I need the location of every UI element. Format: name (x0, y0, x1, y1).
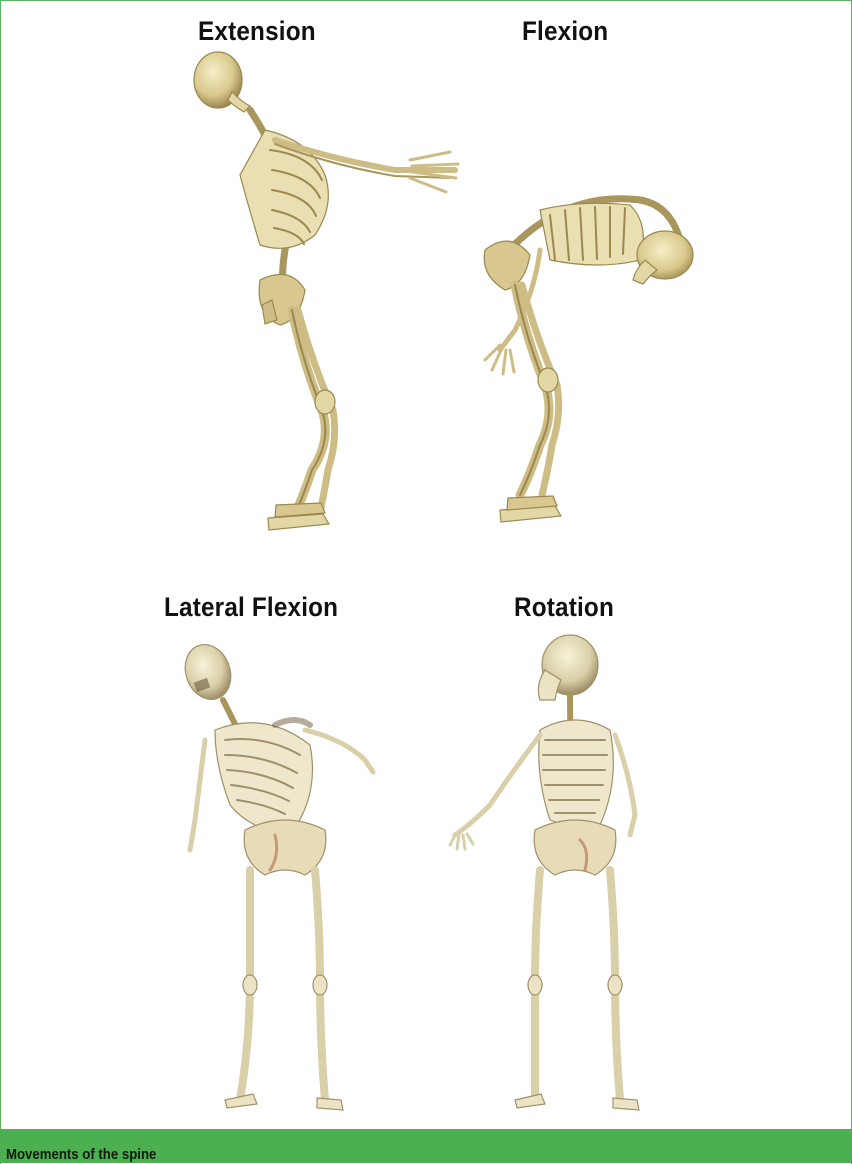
skeleton-flexion-illustration (470, 180, 710, 540)
panel-title-extension: Extension (198, 16, 316, 47)
skeleton-extension-illustration (180, 50, 470, 540)
figure-caption: Movements of the spine (6, 1146, 156, 1163)
panel-title-rotation: Rotation (514, 592, 614, 623)
caption-bar: Movements of the spine (0, 1129, 852, 1163)
panel-title-lateral-flexion: Lateral Flexion (164, 592, 338, 623)
panel-title-flexion: Flexion (522, 16, 608, 47)
skeleton-rotation-illustration (445, 630, 665, 1120)
skeleton-lateral-flexion-illustration (175, 630, 375, 1120)
